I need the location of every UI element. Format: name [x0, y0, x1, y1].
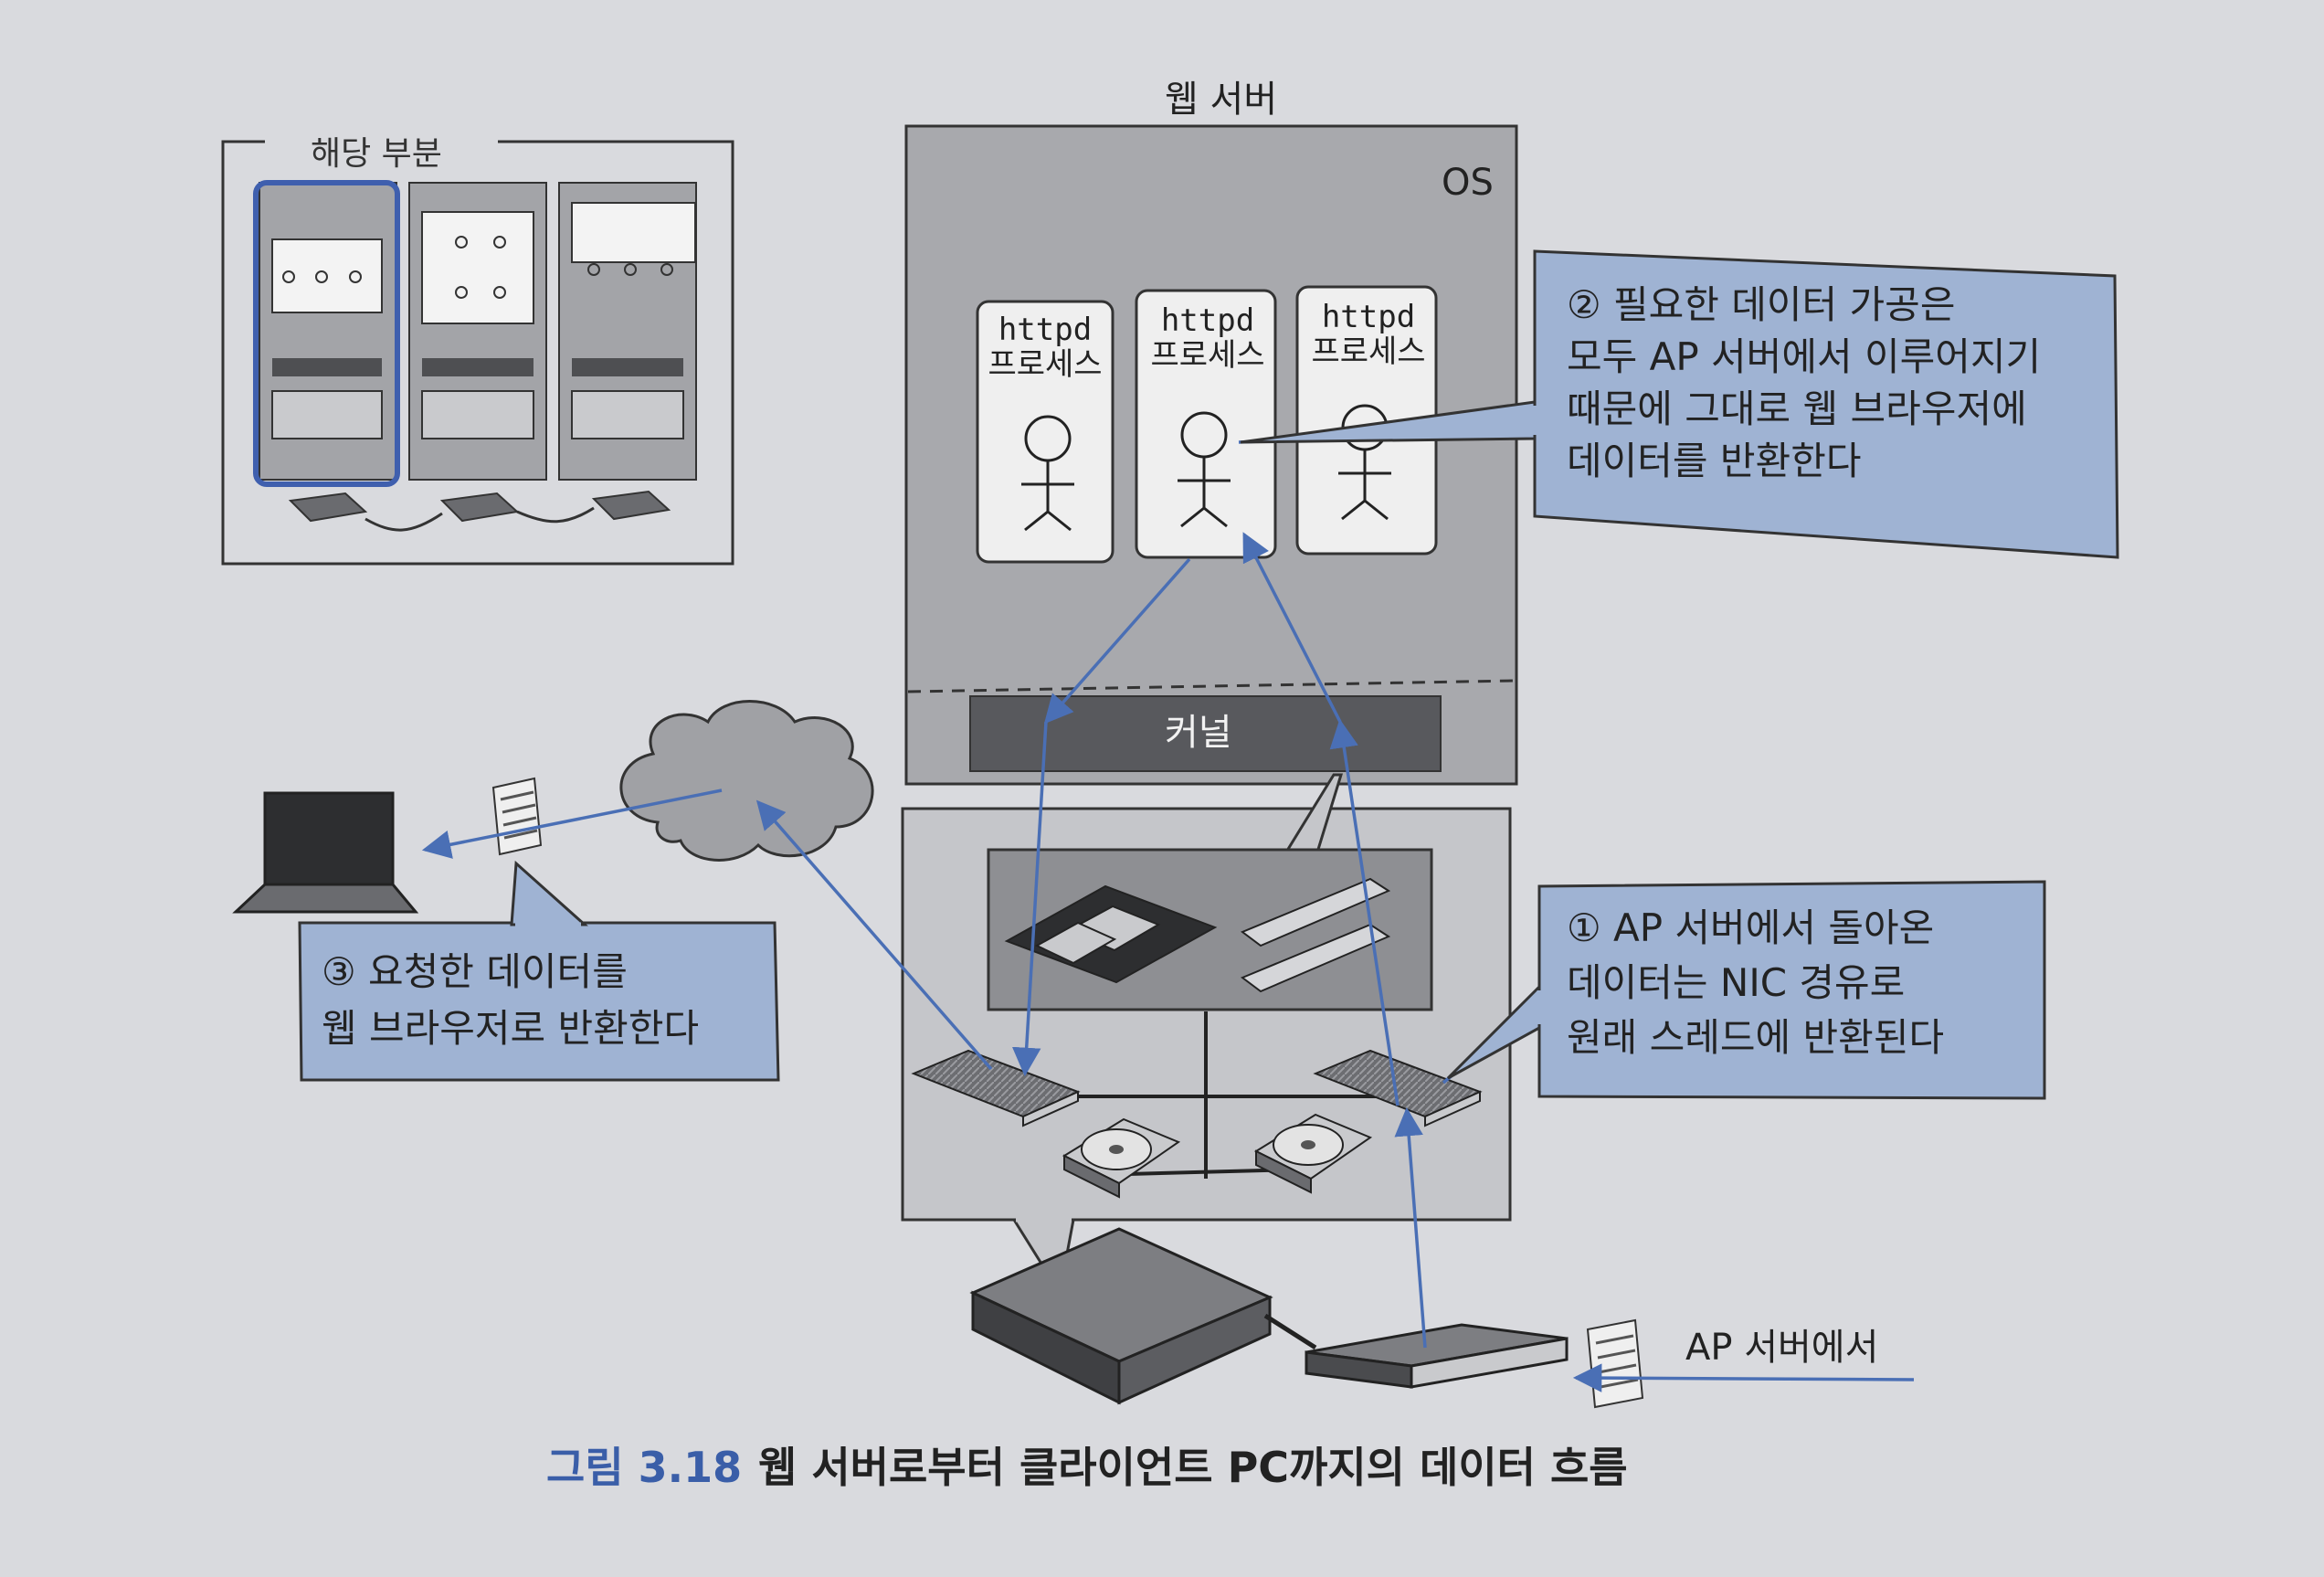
cpu-icon	[1004, 884, 1218, 984]
overview-process-icons	[282, 236, 673, 299]
os-label: OS	[1442, 162, 1494, 204]
callout-step2-line4: 데이터를 반환한다	[1567, 439, 1861, 483]
overview-panel: 해당 부분	[221, 128, 734, 566]
hardware-box	[901, 773, 1512, 1297]
document-icon	[491, 777, 543, 856]
arrow-process-to-kernel	[1043, 557, 1191, 725]
callout-step1: ① AP 서버에서 돌아온 데이터는 NIC 경유로 원래 스레드에 반환된다	[1446, 880, 2046, 1100]
arrow-cloud-to-laptop	[421, 788, 723, 859]
overview-server-1	[259, 182, 397, 481]
callout-step1-line1: ① AP 서버에서 돌아온	[1567, 905, 1934, 950]
process-2: httpd 프로세스	[1135, 289, 1277, 559]
process-2-name: httpd	[1161, 302, 1254, 339]
callout-step2-line3: 때문에 그대로 웹 브라우저에	[1567, 386, 2027, 431]
figure-title: 웹 서버로부터 클라이언트 PC까지의 데이터 흐름	[758, 1443, 1628, 1492]
process-3-sub: 프로세스	[1311, 333, 1425, 370]
callout-step1-line3: 원래 스레드에 반환된다	[1567, 1015, 1944, 1060]
data-flow-arrows	[421, 532, 1915, 1392]
from-ap-label: AP 서버에서	[1685, 1327, 1878, 1369]
disk-left-icon	[1062, 1117, 1181, 1199]
server-chassis-icon	[969, 1227, 1273, 1405]
arrow-nic-to-cloud	[755, 799, 993, 1071]
callout-step2: ② 필요한 데이터 가공은 모두 AP 서버에서 이루어지기 때문에 그대로 웹…	[1240, 249, 2119, 559]
process-3-name: httpd	[1322, 299, 1415, 335]
disk-right-icon	[1253, 1113, 1373, 1194]
process-1-figure-icon	[1021, 415, 1074, 532]
kernel-label: 커널	[1165, 712, 1232, 754]
overview-server-2	[408, 182, 547, 481]
document-ap-icon	[1586, 1318, 1644, 1409]
arrow-ap-to-switch	[1572, 1363, 1915, 1392]
arrow-switch-to-nic	[1394, 1106, 1427, 1349]
figure-number: 그림 3.18	[546, 1443, 742, 1492]
callout-step2-line1: ② 필요한 데이터 가공은	[1567, 282, 1955, 327]
internet-cloud-icon	[619, 700, 874, 862]
callout-step2-line2: 모두 AP 서버에서 이루어지기	[1567, 334, 2041, 379]
network-switch-icon	[1305, 1323, 1569, 1389]
callout-step3-line2: 웹 브라우저로 반환한다	[322, 1006, 699, 1051]
web-server-label: 웹 서버	[1165, 79, 1277, 121]
overview-label: 해당 부분	[311, 135, 442, 173]
process-1: httpd 프로세스	[976, 300, 1114, 564]
callout-step3: ③ 요청한 데이터를 웹 브라우저로 반환한다	[298, 860, 780, 1082]
overview-highlight	[253, 180, 400, 487]
process-2-sub: 프로세스	[1150, 337, 1264, 374]
process-1-name: httpd	[998, 312, 1092, 348]
nic-left-icon	[911, 1049, 1081, 1127]
laptop-icon	[232, 791, 419, 914]
callout-step1-line2: 데이터는 NIC 경유로	[1567, 960, 1905, 1005]
process-1-sub: 프로세스	[988, 346, 1102, 383]
process-2-figure-icon	[1178, 411, 1231, 528]
nic-right-icon	[1313, 1049, 1483, 1127]
arrow-kernel-to-process	[1242, 532, 1342, 723]
arrow-kernel-to-nic	[1011, 721, 1048, 1077]
arrow-nic-to-kernel	[1329, 718, 1400, 1106]
overview-network	[288, 490, 671, 532]
overview-server-3	[558, 182, 697, 481]
callout-step3-line1: ③ 요청한 데이터를	[322, 949, 628, 994]
process-3: httpd 프로세스	[1295, 285, 1438, 556]
memory-icon	[1240, 877, 1391, 993]
